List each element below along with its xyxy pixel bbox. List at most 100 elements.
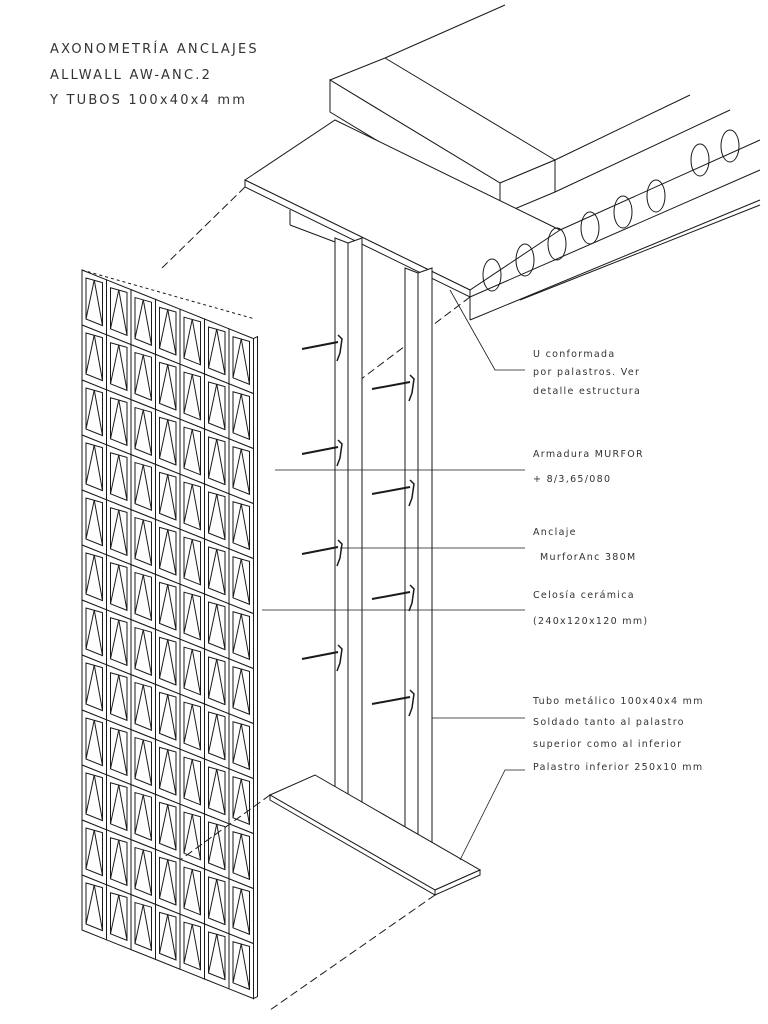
- lattice-diagonal: [167, 529, 177, 576]
- lattice-diagonal: [167, 474, 177, 521]
- lattice-diagonal: [93, 664, 103, 711]
- lattice-diagonal: [191, 319, 201, 365]
- lattice-diagonal: [85, 554, 95, 595]
- lattice-diagonal: [216, 823, 226, 870]
- lattice-diagonal: [159, 639, 169, 679]
- lattice-diagonal: [142, 409, 152, 456]
- lattice-diagonal: [110, 399, 120, 439]
- lattice-diagonal: [142, 574, 152, 621]
- lattice-diagonal: [110, 839, 120, 879]
- lattice-diagonal: [142, 904, 152, 951]
- lattice-diagonal: [110, 454, 120, 494]
- lattice-diagonal: [240, 943, 250, 990]
- lattice-diagonal: [93, 774, 103, 821]
- lattice-diagonal: [134, 464, 144, 504]
- lattice-diagonal: [110, 564, 120, 604]
- lattice-diagonal: [216, 328, 226, 375]
- lattice-diagonal: [167, 364, 177, 411]
- lattice-diagonal: [85, 279, 95, 320]
- wall-side-face: [253, 335, 258, 1000]
- lattice-diagonal: [191, 429, 201, 475]
- label-armadura-line-2: + 8/3,65/080: [533, 474, 612, 485]
- anchor-rod: [301, 341, 339, 350]
- lattice-diagonal: [142, 354, 152, 401]
- lattice-diagonal: [167, 309, 177, 356]
- lattice-diagonal: [159, 859, 169, 899]
- lattice-diagonal: [167, 914, 177, 961]
- lattice-diagonal: [216, 603, 226, 650]
- lattice-diagonal: [240, 833, 250, 880]
- lattice-diagonal: [85, 499, 95, 540]
- upper-slab: [159, 4, 761, 381]
- ceramic-lattice-wall: [81, 269, 258, 1000]
- lattice-diagonal: [142, 519, 152, 566]
- label-u-line-1: U conformada: [533, 349, 616, 360]
- lattice-diagonal: [110, 344, 120, 384]
- lattice-diagonal: [159, 474, 169, 514]
- lattice-diagonal: [240, 448, 250, 495]
- lattice-diagonal: [118, 344, 128, 391]
- lattice-diagonal: [118, 509, 128, 556]
- lattice-diagonal: [183, 594, 193, 634]
- lattice-diagonal: [191, 814, 201, 860]
- lattice-diagonal: [208, 823, 218, 864]
- lattice-diagonal: [118, 454, 128, 501]
- lattice-diagonal: [85, 884, 95, 925]
- lattice-diagonal: [110, 729, 120, 769]
- lattice-diagonal: [240, 393, 250, 440]
- lattice-diagonal: [240, 723, 250, 770]
- lattice-diagonal: [183, 429, 193, 469]
- lattice-diagonal: [110, 894, 120, 934]
- lattice-diagonal: [159, 364, 169, 404]
- lattice-diagonal: [93, 389, 103, 436]
- lattice-diagonal: [183, 539, 193, 579]
- lattice-diagonal: [93, 609, 103, 656]
- lattice-diagonal: [159, 914, 169, 954]
- lattice-diagonal: [134, 904, 144, 944]
- label-tubo-line-1: Tubo metálico 100x40x4 mm: [533, 696, 704, 707]
- lattice-diagonal: [216, 383, 226, 430]
- lattice-diagonal: [167, 859, 177, 906]
- lattice-diagonal: [118, 894, 128, 941]
- lattice-diagonal: [134, 519, 144, 559]
- lattice-diagonal: [85, 389, 95, 430]
- anchor-hook: [408, 584, 415, 612]
- lattice-diagonal: [208, 548, 218, 589]
- lattice-diagonal: [208, 713, 218, 754]
- lattice-diagonal: [118, 619, 128, 666]
- label-anclaje-line-2: MurforAnc 380M: [540, 552, 637, 563]
- lattice-diagonal: [183, 319, 193, 359]
- anchors: [301, 334, 415, 717]
- lattice-diagonal: [142, 629, 152, 676]
- lattice-diagonal: [191, 924, 201, 970]
- lattice-diagonal: [191, 759, 201, 805]
- title-line-1: AXONOMETRÍA ANCLAJES: [50, 42, 259, 57]
- lattice-diagonal: [232, 943, 242, 983]
- lattice-diagonal: [208, 933, 218, 974]
- lattice-diagonal: [232, 888, 242, 928]
- lattice-diagonal: [191, 374, 201, 420]
- lattice-diagonal: [183, 869, 193, 909]
- anchor-rod: [371, 486, 411, 495]
- lattice-diagonal: [93, 884, 103, 931]
- anchor-rod: [371, 591, 411, 600]
- lattice-diagonal: [85, 334, 95, 375]
- anchor-rod: [301, 651, 339, 660]
- lattice-diagonal: [142, 794, 152, 841]
- lattice-diagonal: [167, 584, 177, 631]
- lattice-diagonal: [167, 749, 177, 796]
- label-tubo-line-3: superior como al inferior: [533, 739, 683, 750]
- lattice-diagonal: [240, 778, 250, 825]
- lattice-diagonal: [191, 484, 201, 530]
- lattice-diagonal: [93, 719, 103, 766]
- lattice-diagonal: [134, 574, 144, 614]
- label-armadura-line-1: Armadura MURFOR: [533, 449, 644, 460]
- lattice-diagonal: [93, 829, 103, 876]
- lattice-diagonal: [232, 338, 242, 378]
- lattice-diagonal: [232, 448, 242, 488]
- lattice-diagonal: [118, 729, 128, 776]
- lattice-diagonal: [216, 713, 226, 760]
- anchor-rod: [371, 696, 411, 705]
- lattice-diagonal: [208, 878, 218, 919]
- lattice-diagonal: [232, 668, 242, 708]
